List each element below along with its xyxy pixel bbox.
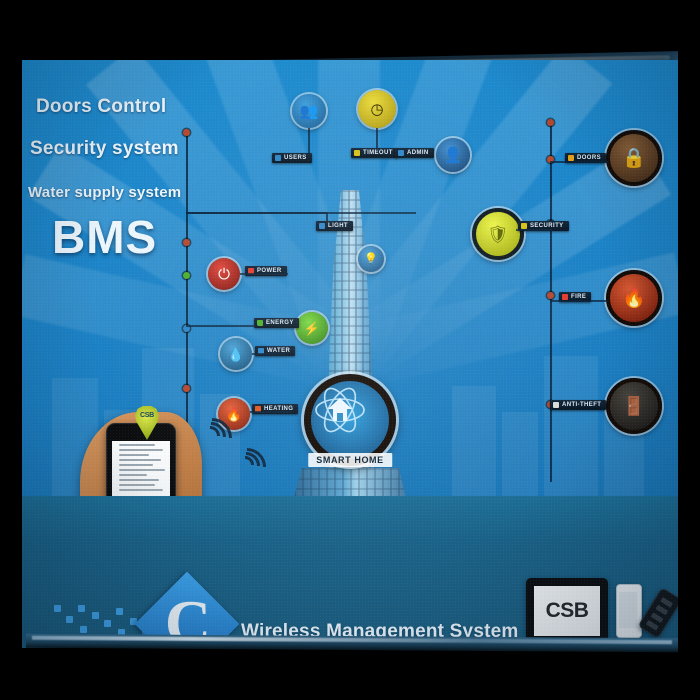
tag-security: SECURITY	[518, 221, 569, 231]
node-doors[interactable]: 🔒	[606, 130, 662, 186]
tag-heating: HEATING	[252, 404, 299, 414]
power-button-icon: ⏻	[218, 265, 230, 283]
node-users[interactable]: 👥	[292, 94, 326, 128]
smart-home-label: SMART HOME	[308, 453, 392, 467]
box-front-face: Doors Control Security system Water supp…	[22, 60, 678, 648]
tag-users: USERS	[272, 153, 312, 163]
headline-bms: BMS	[52, 211, 158, 263]
intruder-alert-icon: 🚪	[622, 396, 646, 416]
tag-power: POWER	[245, 266, 287, 276]
node-energy[interactable]: ⚡	[296, 312, 328, 344]
node-water[interactable]: 💧	[220, 338, 252, 370]
padlock-icon: 🔒	[622, 147, 646, 169]
headline-security-system: Security system	[30, 138, 179, 159]
clock-timer-icon: ◷	[370, 100, 384, 118]
node-power[interactable]: ⏻	[208, 258, 240, 290]
tag-anti-theft: ANTI-THEFT	[550, 400, 607, 410]
lightbulb-icon: 💡	[364, 252, 378, 265]
tag-admin: ADMIN	[395, 148, 434, 158]
tag-light: LIGHT	[316, 221, 353, 231]
flame-icon: 🔥	[622, 287, 646, 309]
product-box: Doors Control Security system Water supp…	[22, 60, 678, 648]
tag-fire: FIRE	[559, 292, 592, 302]
tag-water: WATER	[255, 346, 296, 356]
node-heating[interactable]: 🔥	[218, 398, 250, 430]
tag-energy: ENERGY	[254, 318, 299, 328]
node-anti-theft[interactable]: 🚪	[606, 378, 662, 434]
tag-timeout: TIMEOUT	[351, 148, 398, 158]
shield-icon: 🛡	[487, 224, 509, 244]
headline-water-supply-system: Water supply system	[28, 184, 182, 201]
node-admin[interactable]: 👤	[436, 138, 470, 172]
smartphone-icon[interactable]	[616, 584, 642, 638]
node-timeout[interactable]: ◷	[358, 90, 396, 128]
energy-leaf-icon: ⚡	[303, 320, 321, 336]
flame-heat-icon: 🔥	[225, 406, 243, 422]
node-fire[interactable]: 🔥	[606, 270, 662, 326]
water-drop-icon: 💧	[227, 346, 245, 362]
tablet-icon[interactable]: CSB	[526, 578, 608, 644]
smartphone-screen	[619, 592, 637, 628]
pin-label: CSB	[140, 412, 154, 419]
node-security[interactable]: 🛡	[472, 208, 524, 260]
users-group-icon: 👥	[299, 102, 319, 120]
user-profile-icon: 👤	[443, 146, 463, 164]
tablet-screen-text: CSB	[534, 586, 600, 636]
node-light[interactable]: 💡	[358, 246, 384, 272]
tag-doors: DOORS	[565, 153, 607, 163]
atom-house-icon	[315, 387, 365, 433]
headline-doors-control: Doors Control	[36, 96, 167, 117]
